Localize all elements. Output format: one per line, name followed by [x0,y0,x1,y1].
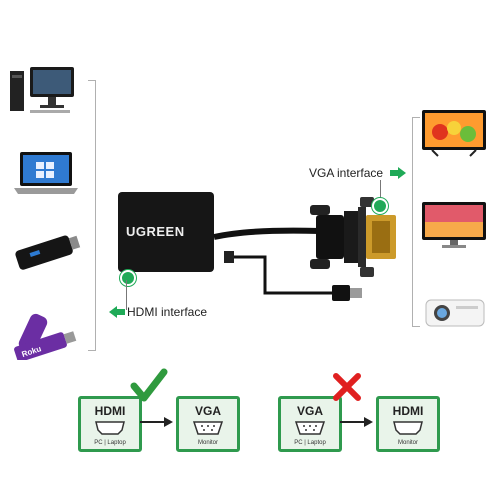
vga-interface-label: VGA interface [309,166,384,180]
hdmi-source-box: HDMI PC | Laptop [78,396,142,452]
check-icon [130,368,168,402]
box-sub: PC | Laptop [94,440,126,446]
box-title: VGA [194,404,221,418]
ugreen-logo: UGREEN [126,224,185,239]
hdmi-interface-label: HDMI interface [127,305,208,319]
vga-target-box: VGA Monitor [176,396,240,452]
compute-stick-icon [15,235,81,270]
vga-source-box: VGA PC | Laptop [278,396,342,452]
streaming-stick-icon: Roku [14,313,77,360]
box-title: HDMI [392,404,424,418]
box-sub: Monitor [397,440,418,446]
hdmi-port-icon [393,421,423,435]
box-title: HDMI [94,404,126,418]
tv-icon [422,110,486,157]
hdmi-indicator-dot [120,270,136,286]
box-title: VGA [296,404,323,418]
desktop-pc-icon [10,67,74,113]
cable-assembly [213,197,396,301]
adapter-body [118,192,214,272]
vga-port-icon [192,421,224,435]
laptop-icon [14,152,78,194]
box-sub: Monitor [197,440,218,446]
arrow-right-icon [340,417,373,427]
arrow-right-icon [390,167,406,179]
hdmi-port-icon [95,421,125,435]
vga-port-icon [294,421,326,435]
cross-icon [333,373,361,401]
right-bracket [412,117,413,327]
arrow-left-icon [109,306,125,318]
vga-indicator-dot [372,198,388,214]
box-sub: PC | Laptop [294,440,326,446]
left-bracket [95,80,96,350]
arrow-right-icon [140,417,173,427]
hdmi-target-box: HDMI Monitor [376,396,440,452]
monitor-icon [422,202,486,248]
projector-icon [425,299,485,327]
